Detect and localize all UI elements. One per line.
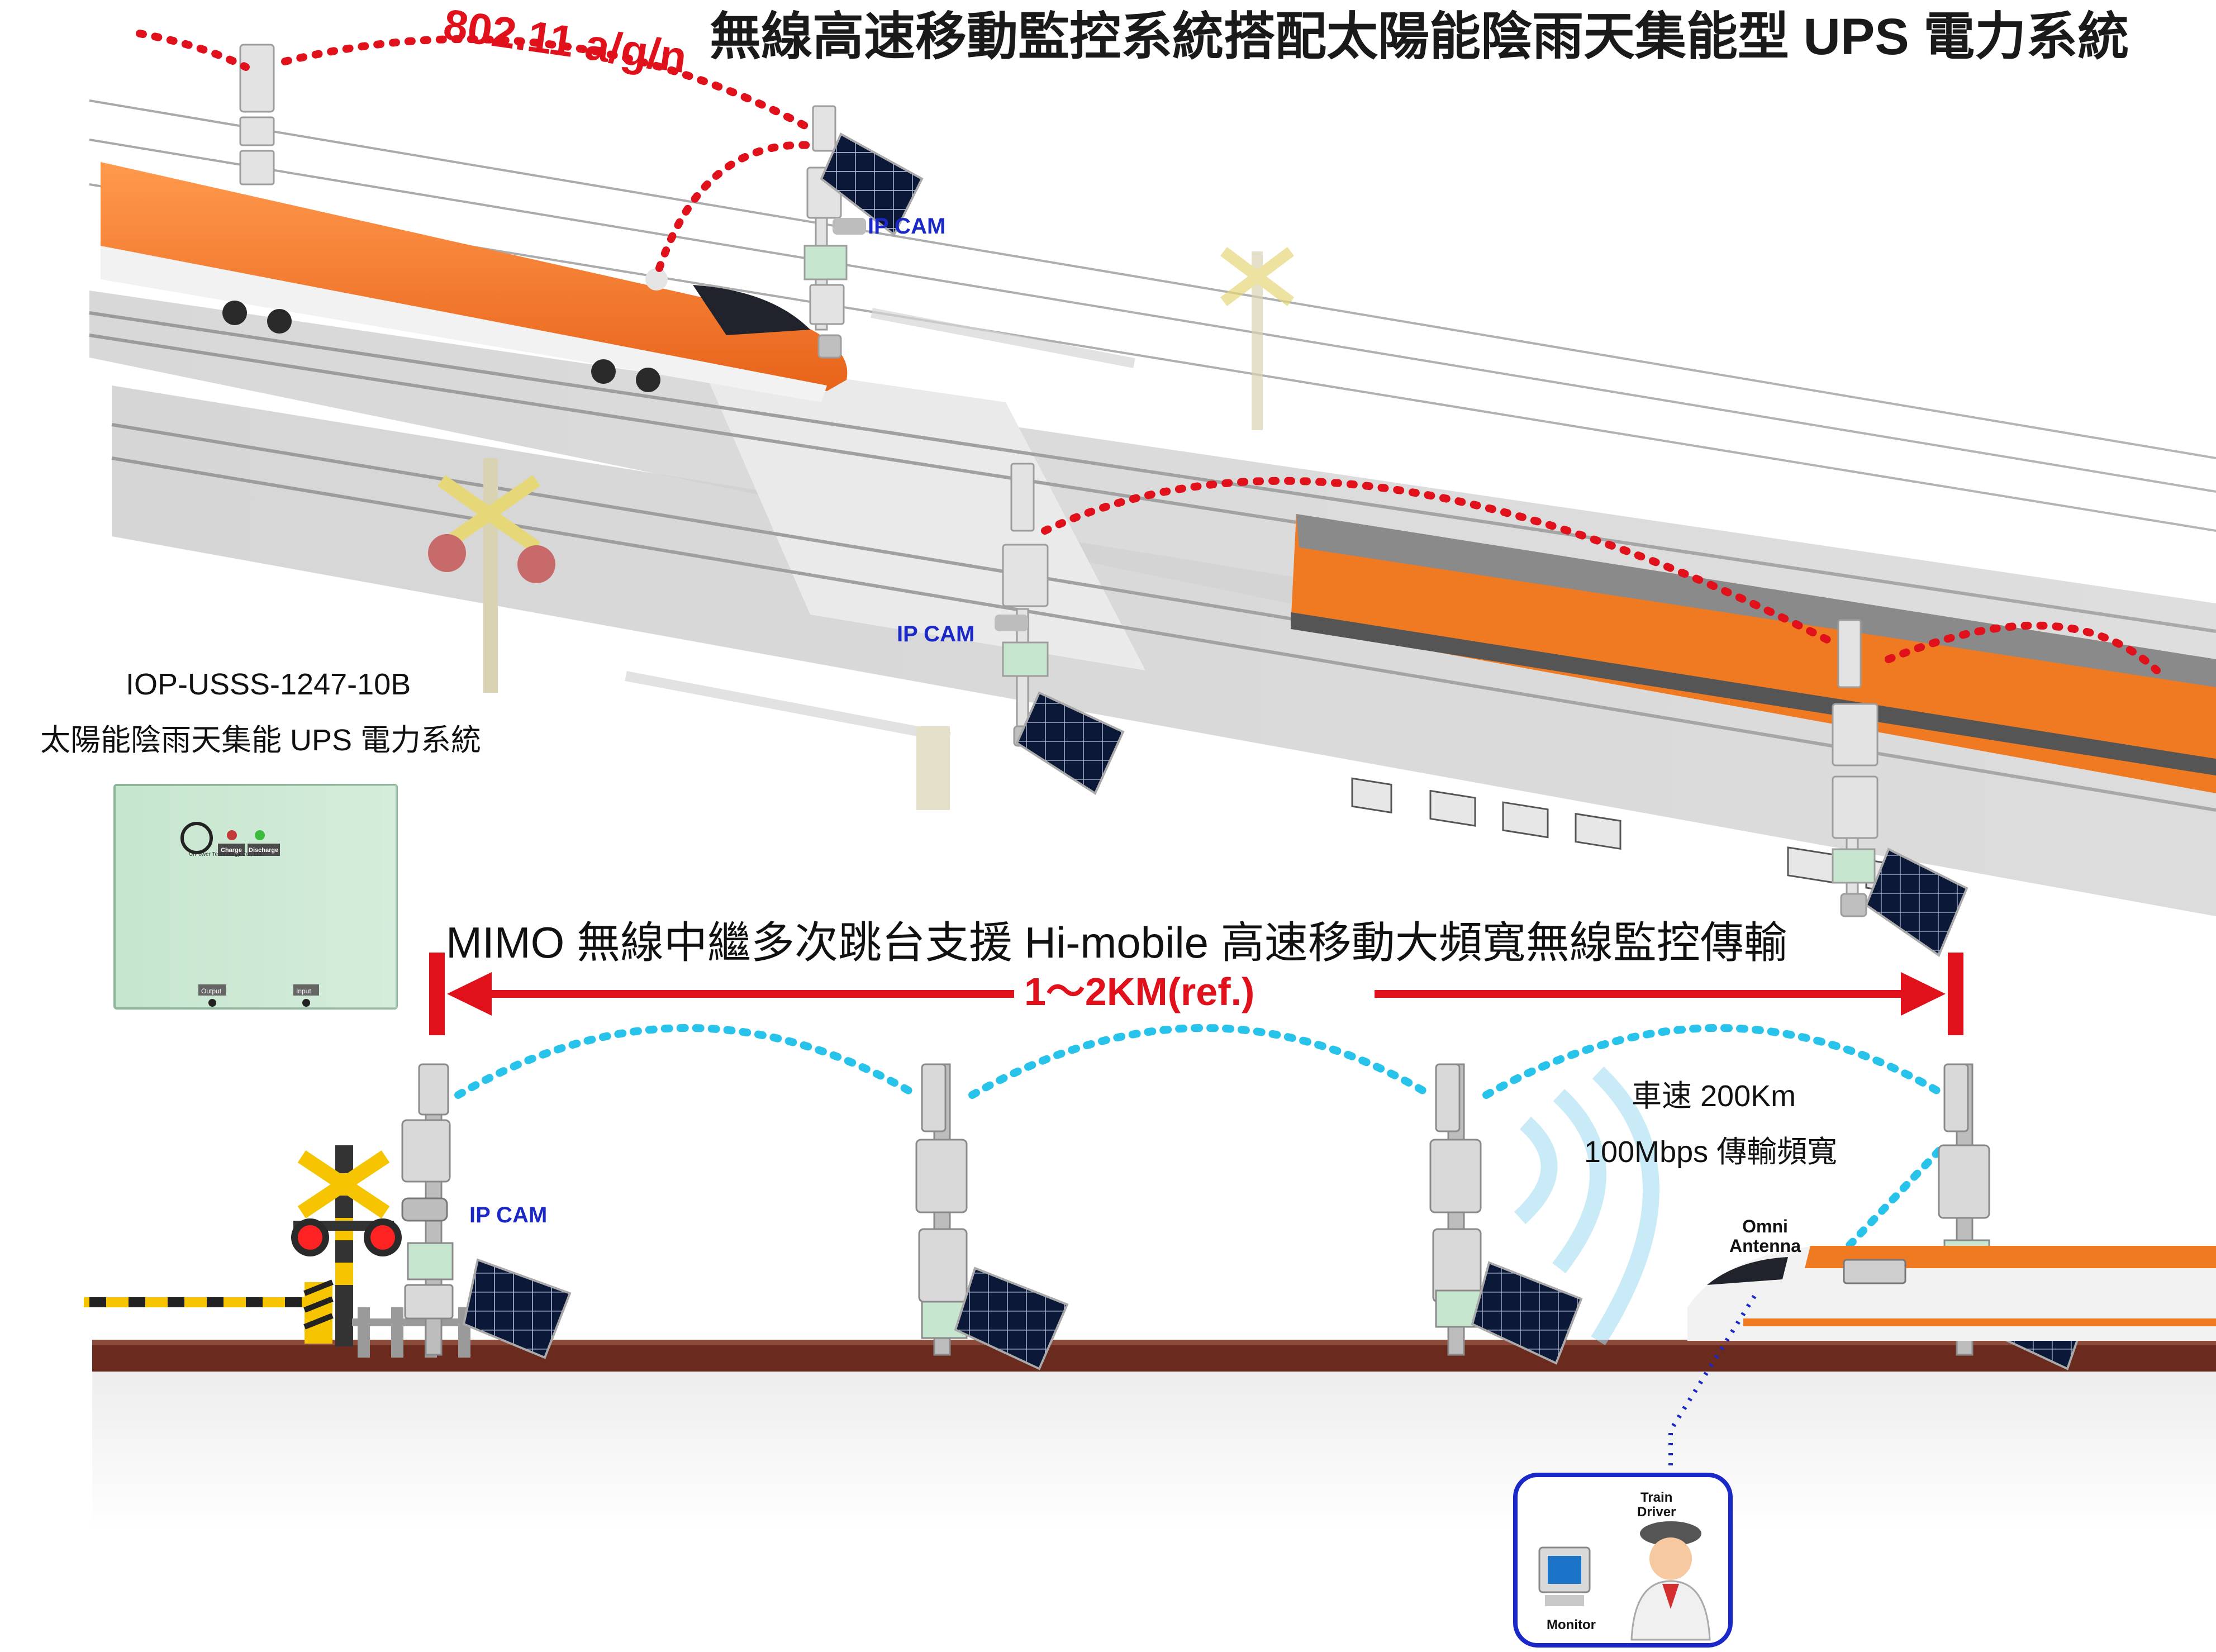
relay-tower-2	[915, 1063, 968, 1356]
ups-output-plate	[198, 984, 226, 996]
ups-logo	[180, 822, 213, 854]
monitor-label: Monitor	[1547, 1617, 1596, 1632]
page-title: 無線高速移動監控系統搭配太陽能陰雨天集能型 UPS 電力系統	[710, 8, 2129, 65]
ups-system-label: 太陽能陰雨天集能 UPS 電力系統	[40, 723, 482, 757]
antenna-tower-upper-4	[1832, 619, 1879, 917]
train-driver-line-1: Train	[1640, 1490, 1673, 1505]
train-speed-label: 車速 200Km	[1632, 1079, 1796, 1113]
omni-antenna-device	[1843, 1259, 1906, 1284]
lower-ground	[92, 1340, 2216, 1531]
ups-output-text: Output	[201, 987, 222, 995]
solar-panel-upper-1	[820, 132, 924, 237]
ups-charge-plate	[218, 844, 245, 856]
ups-model-label: IOP-USSS-1247-10B	[126, 668, 411, 701]
commuter-train-middle	[1291, 514, 2216, 896]
ups-input-plate	[293, 984, 319, 996]
monitor-icon	[1538, 1546, 1591, 1606]
cyan-relay-links	[454, 1024, 1948, 1261]
ups-discharge-plate	[248, 844, 280, 856]
omni-antenna-line-2: Antenna	[1729, 1236, 1801, 1256]
ip-cam-label-3: IP CAM	[469, 1203, 548, 1227]
solar-panel-upper-2	[1015, 691, 1125, 795]
ip-camera-lower	[401, 1197, 448, 1222]
crossing-barrier-upper	[625, 308, 1135, 810]
antenna-tower-upper-2	[803, 105, 848, 359]
ups-input-text: Input	[296, 987, 311, 995]
distance-indicator	[429, 953, 1963, 1035]
ups-charge-text: Charge	[221, 847, 242, 854]
coverage-waves	[1514, 1067, 1659, 1346]
ups-discharge-led	[255, 830, 265, 840]
train-driver-icon	[1630, 1521, 1711, 1641]
ups-charge-led	[227, 830, 237, 840]
train-driver-label: Train Driver	[1637, 1490, 1676, 1520]
ip-cam-label-1: IP CAM	[868, 214, 946, 239]
ip-camera-upper-2	[995, 615, 1028, 631]
ups-brand-text: UrPower Technology Co., Ltd	[189, 851, 261, 858]
solar-panel-lower-2	[954, 1267, 1069, 1370]
antenna-tower-upper-1	[239, 44, 275, 185]
crossing-signal-upper-right	[1220, 247, 1294, 430]
solar-panel-lower-1	[462, 1258, 572, 1359]
relay-heading: MIMO 無線中繼多次跳台支援 Hi-mobile 高速移動大頻寬無線監控傳輸	[446, 918, 1787, 967]
ip-camera-upper-1	[833, 218, 866, 235]
crossing-signal-lower	[291, 1145, 402, 1346]
solar-panel-lower-3	[1471, 1261, 1583, 1365]
solar-panel-upper-3	[1865, 848, 1968, 958]
ip-cam-label-2: IP CAM	[897, 622, 975, 646]
ups-discharge-text: Discharge	[249, 847, 279, 854]
red-wireless-links	[136, 30, 2161, 674]
high-speed-train-upper	[101, 162, 848, 402]
train-driver-line-2: Driver	[1637, 1505, 1676, 1520]
omni-antenna-line-1: Omni	[1742, 1216, 1788, 1236]
antenna-tower-upper-3	[1002, 463, 1049, 747]
distance-label: 1～2KM(ref.)	[1014, 972, 1265, 1011]
crossing-barrier-lower	[84, 1279, 334, 1344]
track-bed	[92, 1344, 2216, 1372]
driver-cab-box	[1513, 1473, 1733, 1648]
high-speed-train-lower	[1687, 1246, 2216, 1341]
train-dome-light	[645, 268, 668, 291]
ups-enclosure	[113, 784, 398, 1010]
bandwidth-label: 100Mbps 傳輸頻寬	[1584, 1135, 1838, 1169]
omni-antenna-label: Omni Antenna	[1729, 1216, 1801, 1256]
crossing-signal-upper-left	[428, 458, 555, 693]
relay-tower-3	[1429, 1063, 1482, 1356]
upper-scene	[0, 0, 2216, 958]
